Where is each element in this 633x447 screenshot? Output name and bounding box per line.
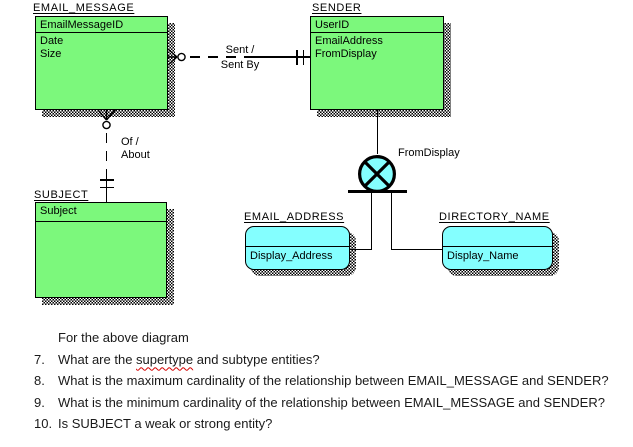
relationship-line-dashed: [190, 56, 244, 58]
entity-title-directory-name: DIRECTORY_NAME: [439, 211, 550, 223]
relationship-line-solid: [244, 56, 310, 58]
questions-block: For the above diagram 7. What are the su…: [0, 327, 633, 435]
exclusive-subtype-circle-icon: [358, 155, 396, 193]
question-number: 10.: [34, 416, 53, 432]
subtype-branch-line: [350, 248, 372, 250]
crow-foot-optional-many-icon: [167, 48, 186, 66]
subtype-bar-icon: [348, 190, 407, 194]
entity-attribute: Display_Name: [447, 250, 519, 262]
entity-title-subject: SUBJECT: [34, 189, 89, 201]
subtype-connector-line: [376, 110, 378, 154]
relationship-label-of: Of /: [121, 136, 139, 148]
mandatory-one-bar-icon: [99, 179, 114, 181]
entity-key-attribute: EmailMessageID: [36, 17, 167, 33]
entity-key-attribute: [443, 227, 552, 247]
question-number: 7.: [34, 351, 45, 367]
subtype-branch-line: [370, 193, 372, 250]
question-text: Is SUBJECT a weak or strong entity?: [58, 416, 273, 432]
entity-email-address: Display_Address: [245, 226, 350, 270]
entity-key-attribute: UserID: [311, 17, 443, 33]
entity-body-empty: [36, 222, 166, 224]
question-number: 9.: [34, 394, 45, 410]
relationship-label-sent-by: Sent By: [220, 58, 260, 71]
question-text: What is the maximum cardinality of the r…: [58, 373, 609, 389]
entity-title-sender: SENDER: [312, 2, 362, 14]
entity-directory-name: Display_Name: [442, 226, 553, 270]
question-text-part: What are the: [58, 351, 137, 367]
subtype-label-fromdisplay: FromDisplay: [398, 147, 460, 159]
entity-attribute: Date: [40, 35, 64, 47]
question-text: What are the supertype and subtype entit…: [58, 349, 320, 371]
question-item-7: 7. What are the supertype and subtype en…: [0, 349, 633, 371]
mandatory-one-bar-icon: [296, 50, 298, 65]
questions-intro: For the above diagram: [58, 330, 189, 345]
crow-foot-optional-many-icon: [97, 109, 116, 130]
question-item-9: 9. What is the minimum cardinality of th…: [0, 392, 633, 414]
entity-subject: Subject: [35, 202, 167, 298]
entity-attribute: FromDisplay: [315, 48, 377, 60]
entity-attribute: Size: [40, 48, 62, 60]
question-text-part: and subtype entities?: [193, 351, 320, 367]
question-number: 8.: [34, 373, 45, 389]
entity-key-attribute: [246, 227, 349, 247]
relationship-line-dashed: [105, 133, 108, 173]
relationship-label-about: About: [121, 149, 150, 161]
subtype-branch-line: [391, 248, 442, 250]
subtype-branch-line: [390, 193, 392, 250]
question-item-10: 10. Is SUBJECT a weak or strong entity?: [0, 413, 633, 435]
question-text: What is the minimum cardinality of the r…: [58, 394, 605, 410]
entity-attribute: EmailAddress: [315, 35, 383, 47]
question-item-8: 8. What is the maximum cardinality of th…: [0, 370, 633, 392]
entity-attribute: Display_Address: [250, 250, 333, 262]
entity-title-email-address: EMAIL_ADDRESS: [244, 211, 345, 223]
spellcheck-flagged-word: supertype: [136, 351, 194, 367]
entity-key-attribute: Subject: [36, 203, 166, 222]
mandatory-one-bar-icon: [99, 186, 114, 189]
entity-email-message: EmailMessageID Date Size: [35, 16, 168, 110]
entity-sender: UserID EmailAddress FromDisplay: [310, 16, 444, 110]
entity-title-email-message: EMAIL_MESSAGE: [33, 2, 135, 14]
relationship-label-sent: Sent /: [225, 43, 255, 56]
mandatory-one-bar-icon: [302, 50, 305, 65]
